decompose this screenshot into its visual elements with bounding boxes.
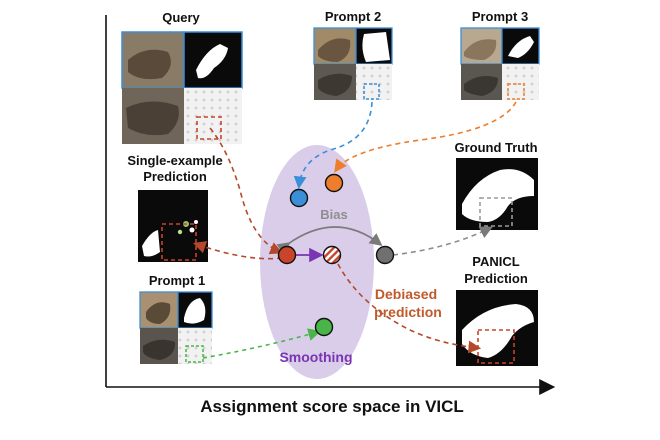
axis-caption: Assignment score space in VICL [200, 397, 464, 416]
panicl-prediction-image [456, 290, 538, 366]
prompt2-grid [313, 27, 393, 100]
prompt2-label: Prompt 2 [325, 9, 381, 24]
debiased-label-line1: Debiased [375, 286, 437, 302]
single-example-label-line2: Prediction [143, 169, 207, 184]
prompt1-label: Prompt 1 [149, 273, 205, 288]
smoothing-label: Smoothing [279, 349, 352, 365]
prediction-to-single-example-connector [192, 241, 283, 260]
prompt1-connector [202, 328, 322, 359]
query-to-prediction-connector [209, 127, 283, 255]
single-example-prediction-image [138, 190, 208, 262]
prompt2-connector [293, 101, 373, 190]
debiased-label-line2: prediction [374, 304, 442, 320]
ground-truth-image [456, 158, 538, 230]
ground-truth-label: Ground Truth [454, 140, 537, 155]
prompt3-label: Prompt 3 [472, 9, 528, 24]
bias-arc [276, 226, 383, 255]
prompt3-score-dot [324, 173, 344, 193]
prompt3-grid [460, 27, 540, 100]
debiased-prediction-dot [322, 245, 342, 265]
prompt2-score-dot [289, 188, 309, 208]
query-grid [121, 31, 243, 144]
query-label: Query [162, 10, 200, 25]
ground-truth-dot [375, 245, 395, 265]
single-prediction-dot [277, 245, 297, 265]
single-example-label-line1: Single-example [127, 153, 222, 168]
prompt3-connector [334, 101, 517, 173]
bias-to-ground-truth-connector [392, 226, 493, 256]
prompt1-grid [139, 291, 213, 364]
assignment-ellipse [260, 145, 374, 379]
panicl-label-line2: Prediction [464, 271, 528, 286]
smoothing-dot [314, 317, 334, 337]
panicl-label-line1: PANICL [472, 254, 519, 269]
debiased-to-panicl-connector [337, 263, 482, 354]
bias-label: Bias [320, 207, 347, 222]
